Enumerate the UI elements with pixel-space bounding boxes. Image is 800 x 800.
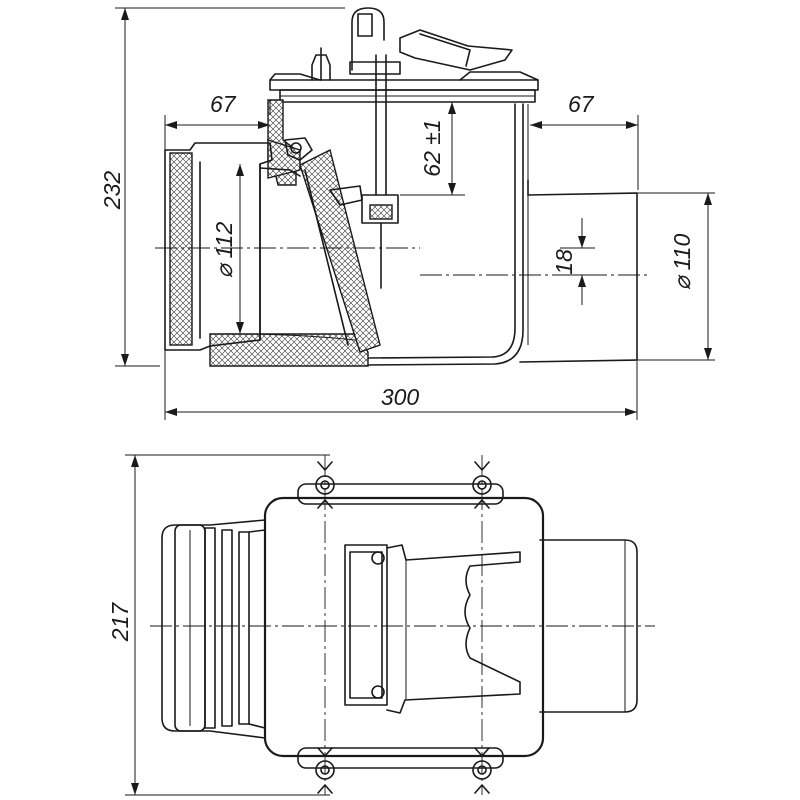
plan-outlet-pipe bbox=[539, 539, 638, 713]
stem-nut bbox=[361, 194, 399, 224]
plan-inlet-ring-1 bbox=[204, 527, 216, 729]
plan-screw-top-icon bbox=[371, 551, 385, 565]
dim-label-height: 232 bbox=[99, 171, 125, 211]
body-right-wall-inner bbox=[367, 103, 516, 359]
dim-label-plan-width: 217 bbox=[107, 602, 133, 643]
plan-lid-plate-inner bbox=[349, 551, 383, 699]
dim-label-flap-travel: 62 ±1 bbox=[419, 119, 445, 176]
dim-label-length: 300 bbox=[381, 384, 420, 410]
dim-label-outlet-diameter: 110 bbox=[669, 234, 695, 271]
lid-left-tab bbox=[269, 73, 321, 81]
outlet-pipe bbox=[519, 192, 638, 363]
lever-arm-detail bbox=[419, 33, 471, 67]
plan-inlet-ring-2 bbox=[221, 529, 233, 727]
lever-base bbox=[349, 61, 401, 75]
side-view-section bbox=[155, 7, 650, 367]
dim-label-inlet-offset: 67 bbox=[210, 91, 237, 117]
plan-top-ear bbox=[297, 483, 504, 505]
dim-label-inlet-diameter-group: ⌀ 112 bbox=[211, 222, 237, 279]
plan-screw-bottom-icon bbox=[371, 685, 385, 699]
lid-right-tab bbox=[459, 71, 539, 81]
flap-inner-edge bbox=[304, 169, 349, 346]
plan-inlet-neck-bottom bbox=[248, 723, 266, 729]
stem-nut-section bbox=[369, 204, 393, 220]
plan-lever bbox=[386, 544, 521, 714]
lever-knob bbox=[351, 7, 385, 71]
plan-lid-plate bbox=[344, 544, 388, 706]
flap-hinge bbox=[284, 137, 313, 161]
plan-bottom-ear bbox=[297, 747, 504, 769]
lever-arm bbox=[399, 29, 513, 71]
lid-flange bbox=[269, 79, 539, 91]
dim-label-outlet-offset: 67 bbox=[568, 91, 595, 117]
plan-inlet-socket bbox=[161, 519, 266, 739]
plan-body bbox=[263, 496, 545, 758]
plan-inlet-neck-top bbox=[248, 529, 266, 533]
top-view-dimensions: 217 bbox=[107, 454, 330, 796]
inlet-transition-top bbox=[259, 167, 301, 177]
dim-label-outlet-diameter-group: ⌀ 110 bbox=[669, 234, 695, 291]
dim-label-step: 18 bbox=[551, 249, 577, 275]
side-view-dimensions: 67 67 232 300 ⌀ 112 ⌀ 110 62 ±1 18 bbox=[99, 7, 715, 420]
body-right-wall bbox=[364, 103, 524, 366]
top-view-plan bbox=[150, 455, 655, 795]
flap-section bbox=[299, 148, 381, 353]
body-floor-line bbox=[209, 333, 356, 341]
plan-inlet-ring-3 bbox=[238, 531, 250, 725]
inlet-seal-ring bbox=[169, 152, 193, 346]
diameter-symbol-outlet: ⌀ bbox=[669, 274, 695, 290]
dim-label-inlet-diameter: 112 bbox=[211, 222, 237, 259]
flap-hinge-pin bbox=[290, 142, 302, 154]
diameter-symbol-inlet: ⌀ bbox=[211, 262, 237, 278]
lever-knob-grip bbox=[357, 13, 373, 37]
